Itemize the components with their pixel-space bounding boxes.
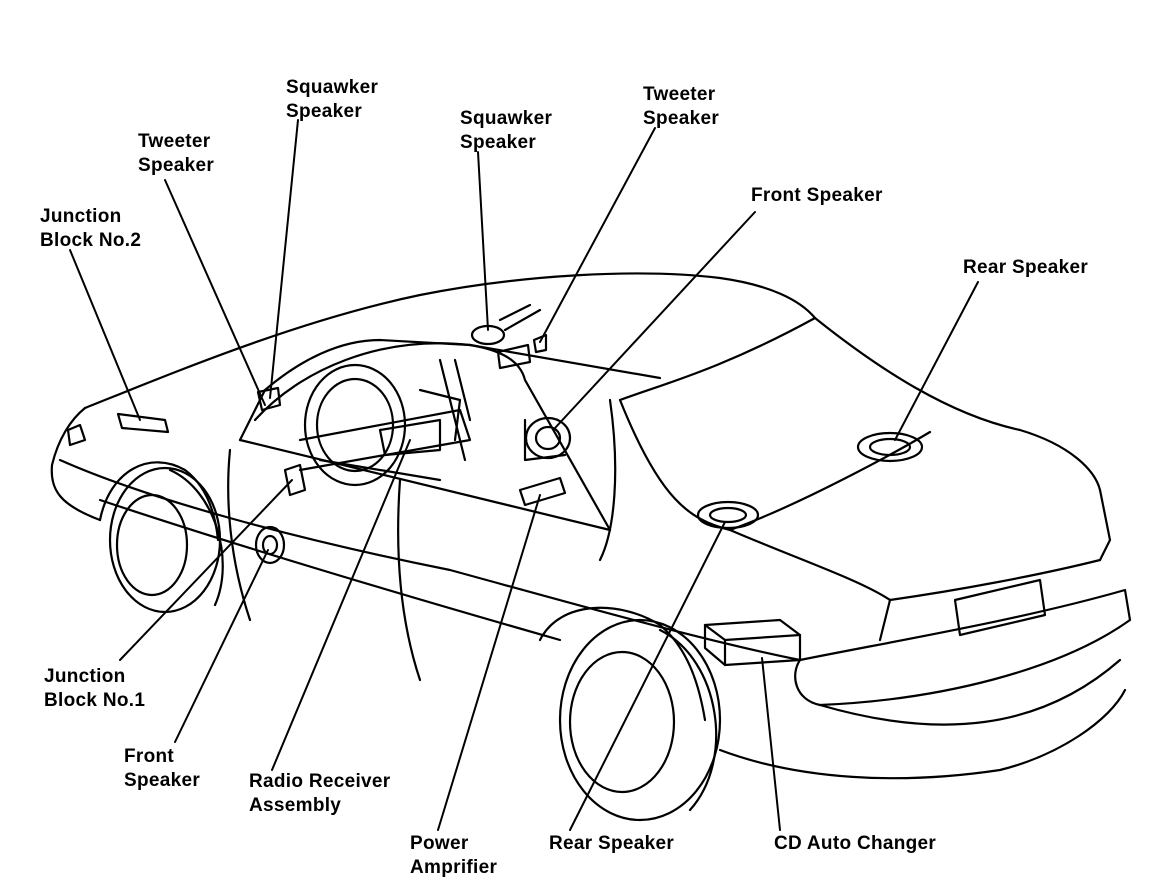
car-body [50, 272, 1132, 822]
label-rear-speaker-bottom: Rear Speaker [549, 833, 675, 854]
label-rear-speaker-top: Rear Speaker [963, 257, 1089, 278]
leader-lines [69, 119, 979, 831]
label-front-speaker-top: Front Speaker [751, 185, 883, 206]
label-cd-auto-changer: CD Auto Changer [774, 833, 937, 854]
